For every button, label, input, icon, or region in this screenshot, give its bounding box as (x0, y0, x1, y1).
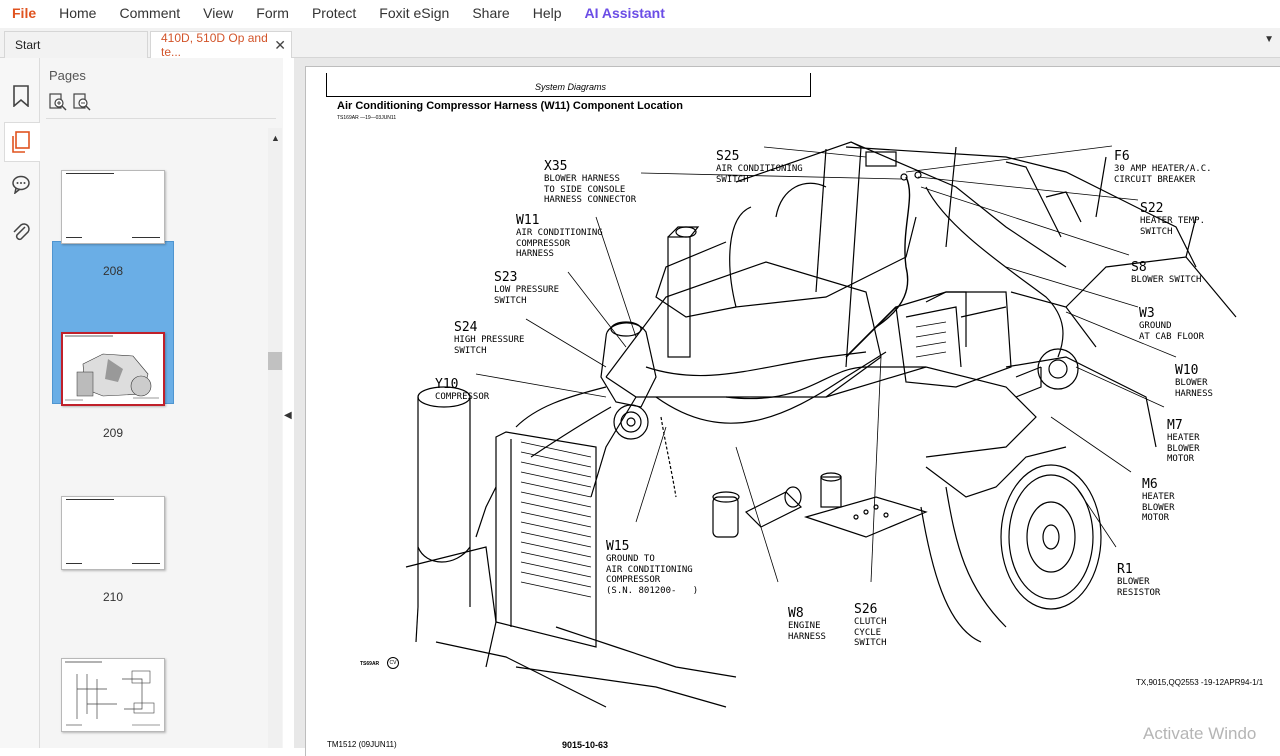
menu-bar: File Home Comment View Form Protect Foxi… (0, 0, 1280, 26)
thumbnail-label: 209 (102, 426, 124, 440)
section-header: System Diagrams (535, 82, 607, 92)
thumbnail-page-208[interactable]: 208 (52, 162, 174, 282)
footer-page-number: 9015-10-63 (562, 740, 609, 750)
figure-id: TS69AR (360, 661, 380, 667)
tab-bar: Start 410D, 510D Op and te... ✕ ▼ (0, 28, 1280, 59)
thumbnail-image (61, 332, 165, 406)
pages-icon[interactable] (9, 130, 33, 154)
menu-help[interactable]: Help (532, 5, 562, 21)
thumbnail-label: 208 (102, 264, 124, 278)
close-tab-icon[interactable]: ✕ (274, 37, 286, 53)
zoom-in-thumbnail-icon[interactable] (49, 93, 67, 111)
panel-scrollbar-track[interactable] (268, 128, 282, 748)
menu-comment[interactable]: Comment (119, 5, 181, 21)
thumbnail-page-210[interactable]: 210 (52, 488, 174, 608)
tab-start[interactable]: Start (4, 31, 148, 58)
page-title: Air Conditioning Compressor Harness (W11… (337, 100, 683, 112)
thumbnail-image (61, 170, 165, 244)
menu-file[interactable]: File (12, 5, 37, 21)
menu-view[interactable]: View (203, 5, 234, 21)
thumbnail-label: 210 (102, 590, 124, 604)
navigation-rail (0, 58, 40, 748)
rail-active-indicator (4, 122, 40, 162)
copyright-logo-icon: CV (387, 657, 399, 669)
thumbnail-page-211[interactable] (52, 650, 174, 740)
tab-list-dropdown-icon[interactable]: ▼ (1264, 34, 1274, 45)
thumbnail-page-209[interactable]: 209 (52, 324, 174, 444)
scroll-up-icon[interactable]: ▲ (271, 133, 280, 143)
footer-manual-id: TM1512 (09JUN11) (327, 740, 397, 749)
thumbnail-image (61, 496, 165, 570)
thumbnail-image (61, 658, 165, 732)
menu-foxit-esign[interactable]: Foxit eSign (379, 5, 450, 21)
bookmark-icon[interactable] (9, 84, 33, 108)
figure-ref-code: TS169AR —19—03JUN11 (337, 115, 397, 121)
document-page: System Diagrams Air Conditioning Compres… (305, 66, 1280, 756)
menu-protect[interactable]: Protect (311, 5, 357, 21)
header-box (326, 73, 811, 97)
tab-document[interactable]: 410D, 510D Op and te... ✕ (150, 31, 292, 59)
zoom-out-thumbnail-icon[interactable] (73, 93, 91, 111)
panel-divider (46, 118, 276, 119)
panel-scrollbar-thumb[interactable] (268, 352, 282, 370)
menu-ai-assistant[interactable]: AI Assistant (584, 5, 665, 21)
collapse-panel-icon[interactable]: ◀ (284, 410, 292, 421)
menu-share[interactable]: Share (472, 5, 510, 21)
tab-start-label: Start (15, 38, 41, 52)
tab-document-label: 410D, 510D Op and te... (161, 31, 268, 59)
attachment-icon[interactable] (9, 220, 33, 244)
component-location-illustration (405, 141, 1237, 708)
menu-form[interactable]: Form (256, 5, 289, 21)
footer-reference: TX,9015,QQ2553 -19-12APR94-1/1 (1136, 678, 1264, 687)
menu-home[interactable]: Home (59, 5, 97, 21)
comment-icon[interactable] (9, 172, 33, 196)
activate-windows-watermark: Activate Windo (1143, 724, 1257, 743)
pages-panel-title: Pages (49, 68, 86, 83)
